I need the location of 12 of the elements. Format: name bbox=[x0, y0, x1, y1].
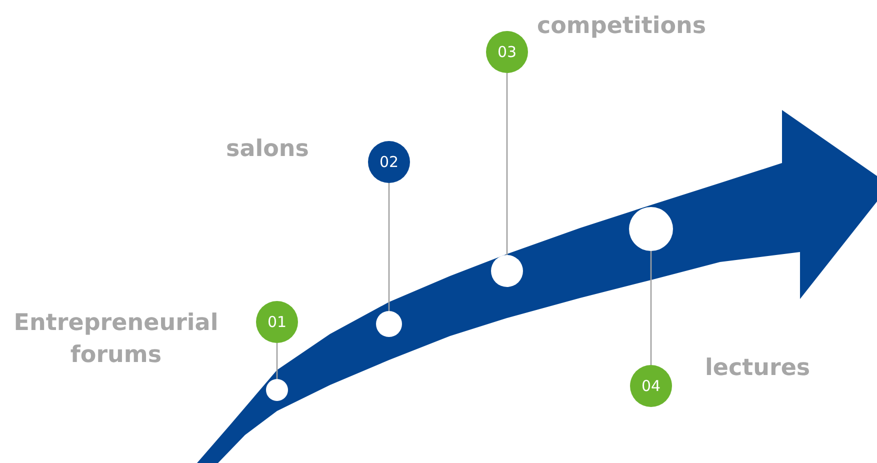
leader-line bbox=[506, 73, 508, 255]
leader-line bbox=[388, 183, 390, 311]
leader-line bbox=[650, 251, 652, 365]
number-circle: 02 bbox=[368, 141, 410, 183]
number-circle: 04 bbox=[630, 365, 672, 407]
number-circle: 01 bbox=[256, 301, 298, 343]
leader-line bbox=[276, 343, 278, 379]
category-label: competitions bbox=[537, 12, 708, 41]
category-label: salons bbox=[226, 135, 310, 164]
number-circle: 03 bbox=[486, 31, 528, 73]
category-label: Entrepreneurial forums bbox=[12, 309, 220, 370]
category-label: lectures bbox=[705, 354, 812, 383]
